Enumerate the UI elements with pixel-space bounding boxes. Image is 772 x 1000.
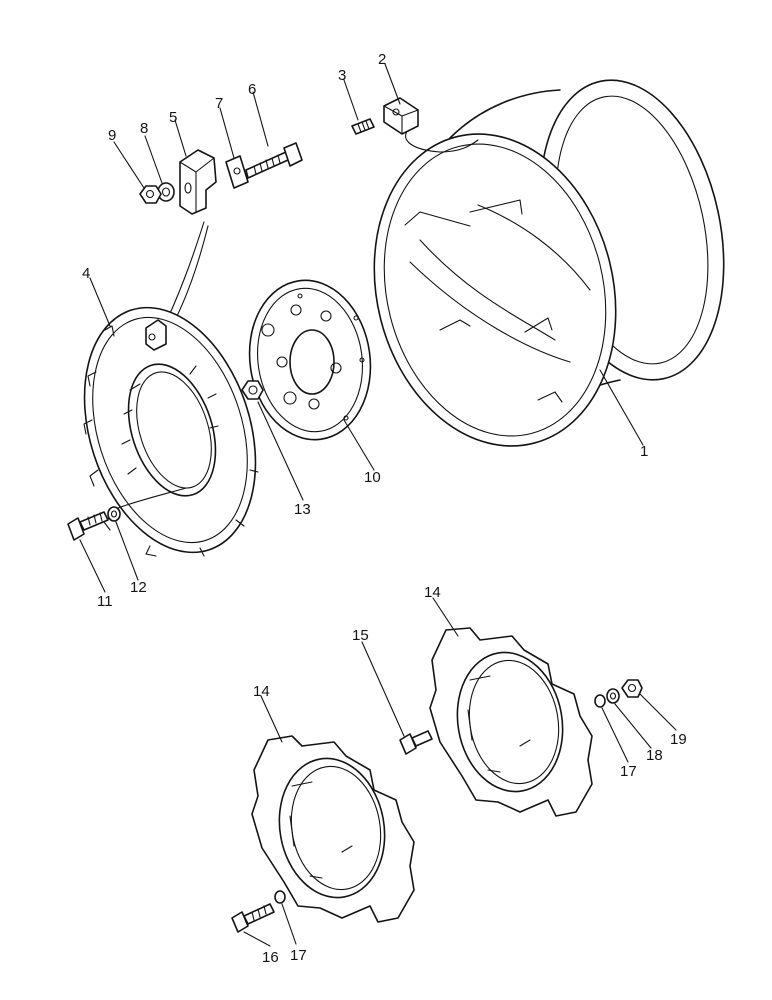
leader-part-5	[167, 221, 205, 319]
callout-leaders	[79, 63, 677, 947]
stud-part	[351, 118, 375, 135]
callout-14-upper: 14	[424, 584, 441, 601]
callout-17-lower: 17	[290, 947, 307, 964]
weight-fasteners-lower	[231, 890, 286, 933]
callout-16: 16	[262, 949, 279, 966]
wheel-weight-lower	[251, 735, 415, 923]
disc-bolt-and-washer	[67, 506, 121, 541]
callout-18: 18	[646, 747, 663, 764]
callout-19: 19	[670, 731, 687, 748]
callout-6: 6	[248, 81, 256, 98]
clamp-bracket-assembly	[139, 142, 303, 215]
leader-part-2	[405, 129, 479, 153]
callout-4: 4	[82, 265, 90, 282]
leader-part-12	[117, 487, 187, 509]
callout-10: 10	[364, 469, 381, 486]
callout-13: 13	[294, 501, 311, 518]
callout-12: 12	[130, 579, 147, 596]
callout-7: 7	[215, 95, 223, 112]
callout-labels: 1 2 3 4 5 6 7 8 9 10 11 12 13 14 15 14 1…	[82, 51, 687, 966]
wheel-rim	[373, 79, 725, 447]
hub-flange	[248, 279, 372, 441]
weight-fasteners-right	[594, 679, 643, 708]
wheel-nut	[241, 380, 264, 400]
clamp-part	[383, 97, 419, 135]
wheel-weight-upper	[429, 627, 593, 817]
callout-17-right: 17	[620, 763, 637, 780]
callout-15: 15	[352, 627, 369, 644]
weight-bolt	[399, 730, 433, 755]
callout-1: 1	[640, 443, 648, 460]
callout-3: 3	[338, 67, 346, 84]
callout-14-lower: 14	[253, 683, 270, 700]
callout-5: 5	[169, 109, 177, 126]
callout-8: 8	[140, 120, 148, 137]
callout-11: 11	[97, 593, 113, 610]
callout-2: 2	[378, 51, 386, 68]
callout-9: 9	[108, 127, 116, 144]
wheel-disc	[83, 306, 259, 557]
